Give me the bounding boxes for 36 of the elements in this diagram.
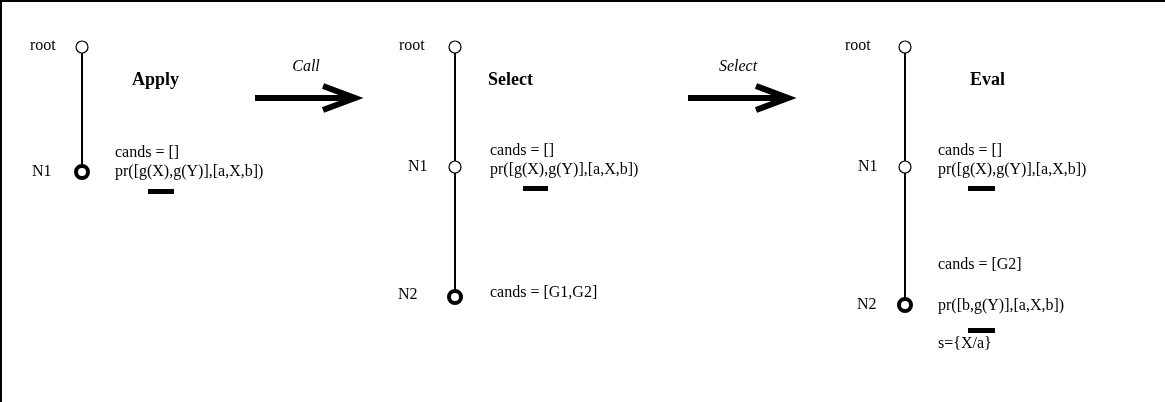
substitution-text: s={X/a}	[938, 335, 992, 351]
goal-text: pr([g(X),g(Y)],[a,X,b])	[490, 161, 639, 177]
candidates-text: cands = []	[115, 144, 180, 160]
tree-node-circle	[446, 288, 464, 306]
node-name: root	[30, 37, 56, 53]
tree-node-circle	[73, 163, 91, 181]
tree-edge	[454, 172, 456, 291]
step-heading: Apply	[132, 70, 180, 88]
tree-edge	[904, 52, 906, 162]
node-name: N1	[408, 158, 428, 174]
node-name: root	[399, 37, 425, 53]
goal-text: pr([b,g(Y)],[a,X,b])	[938, 297, 1065, 313]
goal-text: pr([g(X),g(Y)],[a,X,b])	[938, 161, 1087, 177]
candidates-text: cands = [G2]	[938, 256, 1022, 272]
step-heading: Select	[488, 70, 533, 88]
goal-text: pr([g(X),g(Y)],[a,X,b])	[115, 163, 264, 179]
candidates-text: cands = [G1,G2]	[490, 284, 598, 300]
tree-edge	[81, 52, 83, 166]
node-name: N2	[398, 286, 418, 302]
tree-node-circle	[896, 38, 914, 56]
candidates-text: cands = []	[938, 142, 1003, 158]
node-name: N2	[857, 296, 877, 312]
transition-label: Call	[292, 58, 320, 74]
tree-edge	[454, 52, 456, 162]
tree-node-circle	[73, 38, 91, 56]
step-heading: Eval	[970, 70, 1005, 88]
tree-node-circle	[446, 158, 464, 176]
node-name: root	[845, 37, 871, 53]
node-name: N1	[32, 163, 52, 179]
tree-node-circle	[896, 296, 914, 314]
tree-node-circle	[896, 158, 914, 176]
candidates-text: cands = []	[490, 142, 555, 158]
tree-edge	[904, 172, 906, 299]
node-name: N1	[858, 158, 878, 174]
transition-label: Select	[718, 58, 758, 74]
tree-node-circle	[446, 38, 464, 56]
